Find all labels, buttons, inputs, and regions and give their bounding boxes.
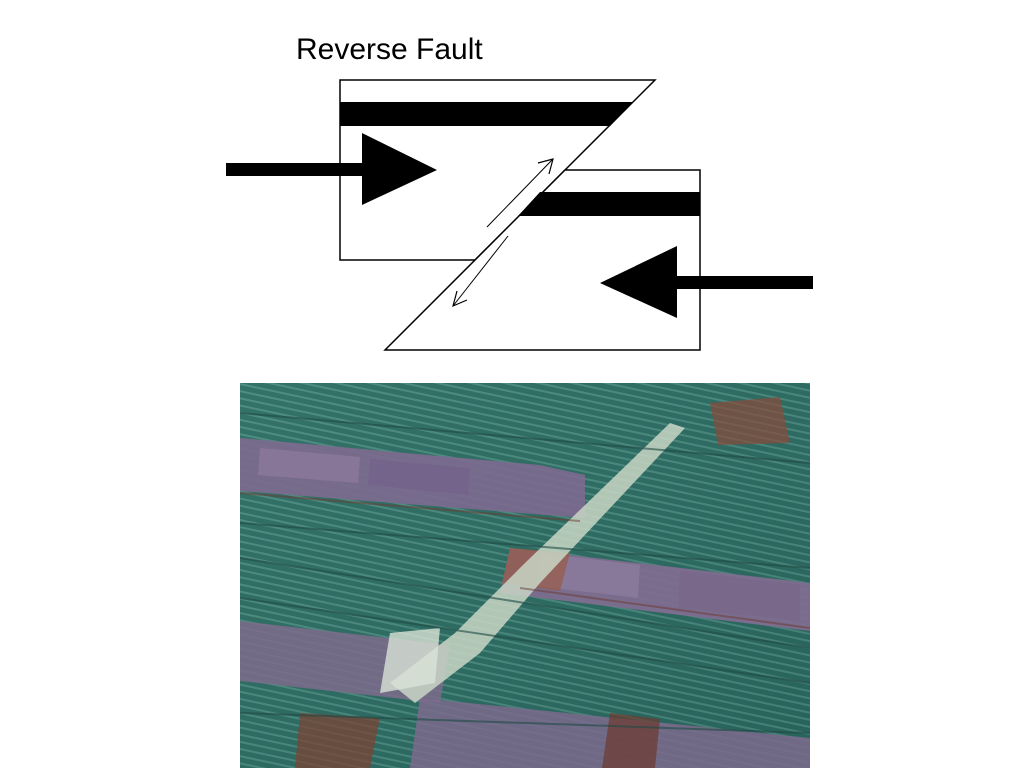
page-title: Reverse Fault [296, 33, 483, 66]
fault-outcrop-photo [240, 383, 810, 768]
hanging-wall-marker-bed [340, 102, 633, 126]
arrow-right-icon [226, 133, 437, 205]
arrow-down-left-icon [452, 235, 509, 308]
reverse-fault-diagram [226, 79, 813, 351]
arrow-left-icon [600, 246, 813, 318]
footwall-marker-bed [518, 192, 700, 216]
arrow-up-right-icon [486, 158, 554, 228]
